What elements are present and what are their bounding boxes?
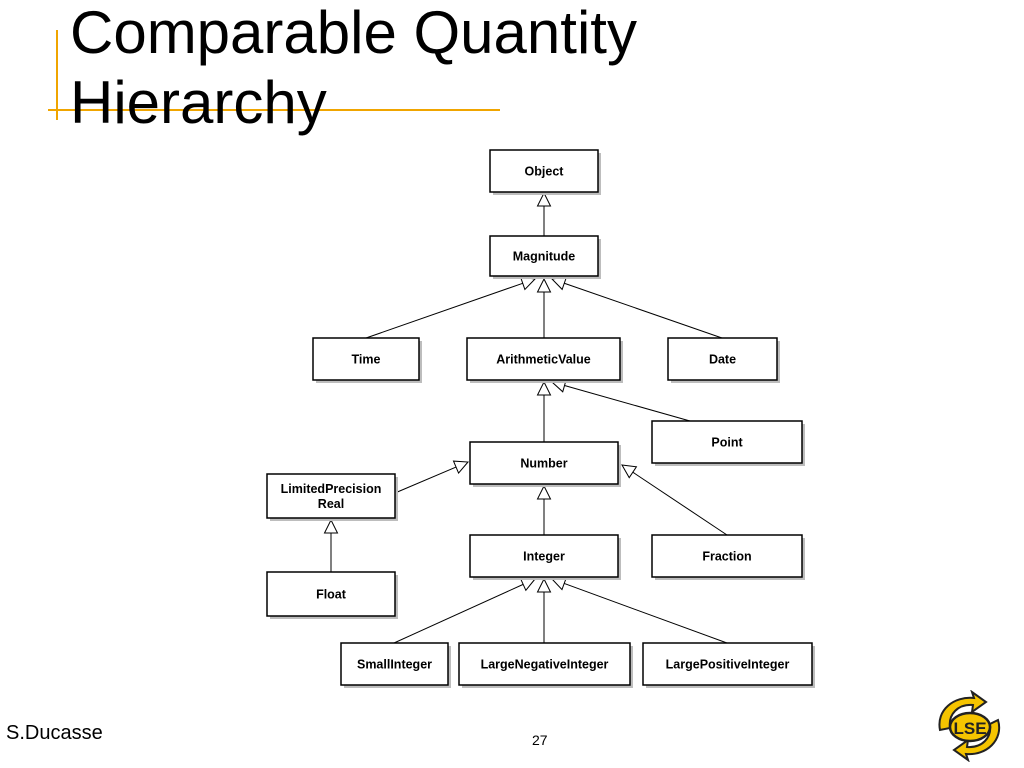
node-box bbox=[340, 642, 449, 686]
node-box bbox=[466, 337, 621, 381]
edge-largepositiveinteger-to-integer bbox=[550, 576, 728, 644]
edge-fraction-to-number bbox=[621, 464, 728, 536]
class-node-largepositiveinteger: LargePositiveInteger bbox=[642, 642, 815, 688]
class-node-arithmeticvalue: ArithmeticValue bbox=[466, 337, 623, 383]
inheritance-arrowhead-icon bbox=[536, 577, 552, 593]
node-box bbox=[667, 337, 778, 381]
node-box bbox=[651, 420, 803, 464]
class-node-label: Date bbox=[709, 353, 736, 367]
inheritance-arrowhead-icon bbox=[536, 484, 552, 500]
class-node-label: SmallInteger bbox=[357, 658, 432, 672]
lse-logo-text: LSE bbox=[953, 719, 986, 738]
lse-logo-mark bbox=[938, 690, 1001, 762]
node-box bbox=[266, 473, 396, 519]
node-box bbox=[642, 642, 813, 686]
inheritance-arrowhead-icon bbox=[536, 191, 552, 207]
slide-title-line-1: Comparable Quantity bbox=[70, 0, 637, 66]
class-node-label: LargeNegativeInteger bbox=[481, 658, 609, 672]
class-node-largenegativeinteger: LargeNegativeInteger bbox=[458, 642, 633, 688]
slide-title-line-2: Hierarchy bbox=[70, 69, 327, 136]
class-node-magnitude: Magnitude bbox=[489, 235, 601, 279]
node-box bbox=[489, 149, 599, 193]
node-box bbox=[458, 642, 631, 686]
inheritance-arrowhead-icon bbox=[536, 277, 552, 293]
class-node-label: Magnitude bbox=[513, 250, 576, 264]
node-box bbox=[266, 571, 396, 617]
class-node-label: LargePositiveInteger bbox=[666, 658, 790, 672]
footer-author: S.Ducasse bbox=[6, 722, 103, 744]
edge-smallinteger-to-integer bbox=[393, 577, 537, 644]
inheritance-line bbox=[564, 282, 723, 339]
class-node-label: ArithmeticValue bbox=[496, 353, 591, 367]
inheritance-line bbox=[632, 471, 728, 536]
inheritance-line bbox=[564, 385, 691, 422]
node-box bbox=[469, 441, 619, 485]
inheritance-arrowhead-icon bbox=[519, 577, 537, 592]
node-box bbox=[489, 235, 599, 277]
title-accent-vertical-line bbox=[56, 30, 58, 120]
class-node-label: Object bbox=[525, 165, 565, 179]
class-node-label: Time bbox=[352, 353, 381, 367]
class-node-label: LimitedPrecision bbox=[281, 482, 382, 496]
class-node-label: Point bbox=[711, 436, 743, 450]
class-node-object: Object bbox=[489, 149, 601, 195]
class-node-time: Time bbox=[312, 337, 422, 383]
class-node-label: Real bbox=[318, 497, 344, 511]
edge-integer-to-number bbox=[536, 484, 552, 535]
class-node-date: Date bbox=[667, 337, 780, 383]
slide-title: Comparable Quantity Hierarchy bbox=[70, 0, 870, 148]
class-node-point: Point bbox=[651, 420, 805, 466]
inheritance-line bbox=[365, 282, 523, 339]
title-accent-horizontal-line bbox=[48, 109, 500, 111]
class-node-label: Number bbox=[520, 457, 567, 471]
inheritance-line bbox=[564, 582, 728, 644]
class-node-fraction: Fraction bbox=[651, 534, 805, 580]
class-node-smallinteger: SmallInteger bbox=[340, 642, 451, 688]
edge-date-to-magnitude bbox=[550, 276, 723, 339]
edge-magnitude-to-object bbox=[536, 191, 552, 236]
node-box bbox=[469, 534, 619, 578]
edge-limitedprecisionreal-to-number bbox=[394, 460, 470, 494]
inheritance-edges bbox=[323, 191, 728, 644]
inheritance-arrowhead-icon bbox=[323, 518, 339, 534]
class-node-float: Float bbox=[266, 571, 398, 619]
inheritance-arrowhead-icon bbox=[536, 380, 552, 396]
edge-arithmeticvalue-to-magnitude bbox=[536, 277, 552, 338]
inheritance-line bbox=[393, 583, 524, 644]
class-node-label: Float bbox=[316, 588, 347, 602]
edge-time-to-magnitude bbox=[365, 276, 537, 339]
inheritance-line bbox=[394, 466, 457, 494]
node-box bbox=[312, 337, 420, 381]
edge-float-to-limitedprecisionreal bbox=[323, 518, 339, 572]
lse-logo: LSE bbox=[938, 690, 1001, 762]
edge-largenegativeinteger-to-integer bbox=[536, 577, 552, 643]
inheritance-arrowhead-icon bbox=[452, 460, 470, 475]
class-node-label: Integer bbox=[523, 550, 565, 564]
inheritance-arrowhead-icon bbox=[621, 464, 638, 479]
class-node-integer: Integer bbox=[469, 534, 621, 580]
class-node-number: Number bbox=[469, 441, 621, 487]
edge-point-to-arithmeticvalue bbox=[550, 378, 691, 422]
node-box bbox=[651, 534, 803, 578]
edge-number-to-arithmeticvalue bbox=[536, 380, 552, 442]
class-node-label: Fraction bbox=[702, 550, 751, 564]
page-number: 27 bbox=[532, 732, 548, 748]
